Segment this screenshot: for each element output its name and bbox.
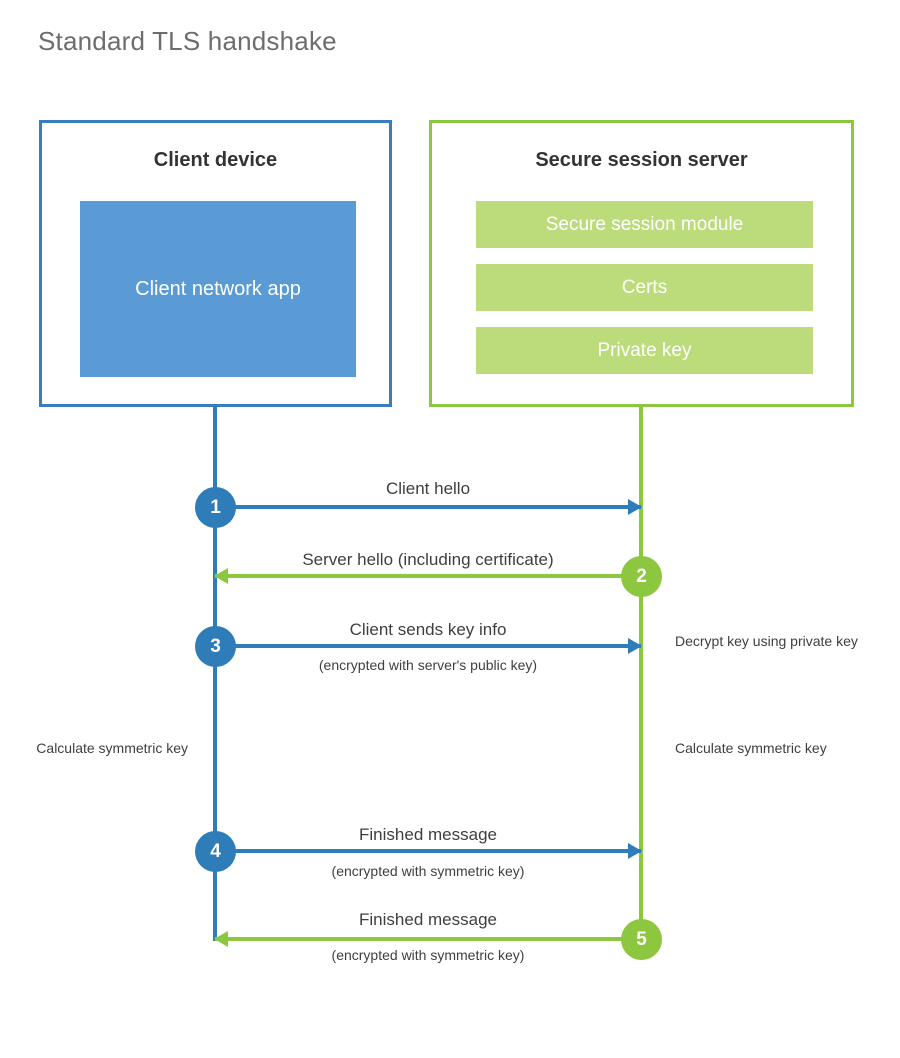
- arrow-shaft: [215, 644, 641, 648]
- client-device-title: Client device: [153, 149, 278, 171]
- note-decrypt-key: Decrypt key using private key: [675, 633, 858, 649]
- step-marker-5: 5: [621, 919, 662, 960]
- note-calculate-symmetric-key-client: Calculate symmetric key: [36, 740, 188, 756]
- step-marker-2: 2: [621, 556, 662, 597]
- client-device-box: Client device Client network app: [39, 120, 392, 407]
- step-5-sublabel: (encrypted with symmetric key): [331, 947, 525, 963]
- arrow-head-icon: [628, 638, 642, 654]
- step-1-label: Client hello: [385, 479, 471, 498]
- server-lifeline: [639, 404, 643, 941]
- step-3-label: Client sends key info: [349, 620, 507, 639]
- arrow-shaft: [215, 574, 641, 578]
- client-network-app-block: Client network app: [80, 201, 356, 377]
- secure-session-server-box: Secure session server Secure session mod…: [429, 120, 854, 407]
- arrow-head-icon: [628, 843, 642, 859]
- step-4-label: Finished message: [359, 825, 497, 844]
- step-marker-4: 4: [195, 831, 236, 872]
- step-5-arrow: [214, 931, 641, 947]
- arrow-shaft: [215, 937, 641, 941]
- step-3-arrow: [215, 638, 642, 654]
- step-2-label: Server hello (including certificate): [302, 550, 554, 569]
- arrow-shaft: [215, 849, 641, 853]
- arrow-head-icon: [628, 499, 642, 515]
- step-5-label: Finished message: [359, 910, 497, 929]
- step-2-arrow: [214, 568, 641, 584]
- step-4-sublabel: (encrypted with symmetric key): [331, 863, 525, 879]
- arrow-head-icon: [214, 568, 228, 584]
- arrow-head-icon: [214, 931, 228, 947]
- server-block-secure-session-module: Secure session module: [476, 201, 813, 248]
- step-3-sublabel: (encrypted with server's public key): [318, 657, 538, 673]
- secure-session-server-title: Secure session server: [535, 149, 748, 171]
- note-calculate-symmetric-key-server: Calculate symmetric key: [675, 740, 827, 756]
- server-block-private-key: Private key: [476, 327, 813, 374]
- step-marker-1: 1: [195, 487, 236, 528]
- step-1-arrow: [215, 499, 642, 515]
- page-title: Standard TLS handshake: [38, 26, 337, 56]
- arrow-shaft: [215, 505, 641, 509]
- step-marker-3: 3: [195, 626, 236, 667]
- server-block-certs: Certs: [476, 264, 813, 311]
- step-4-arrow: [215, 843, 642, 859]
- client-lifeline: [213, 404, 217, 941]
